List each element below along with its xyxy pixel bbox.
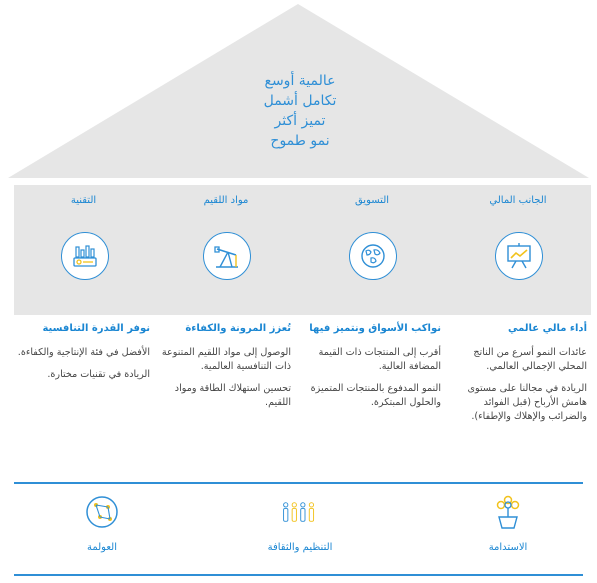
pillar-subtitle: نواكب الأسواق ونتميز فيها bbox=[309, 323, 441, 334]
pillar-title: مواد اللقيم bbox=[203, 195, 249, 206]
foundation-globalization: العولمة bbox=[42, 492, 162, 553]
pillar-subtitle: نوفر القدرة التنافسية bbox=[42, 323, 150, 334]
pillar-subtitle: أداء مالي عالمي bbox=[507, 323, 587, 334]
foundation-organization-culture: التنظيم والثقافة bbox=[240, 492, 360, 553]
foundation-label: التنظيم والثقافة bbox=[267, 542, 333, 553]
pillar-financial: الجانب المالي bbox=[445, 185, 591, 315]
pillar-feedstock: مواد اللقيم bbox=[153, 185, 299, 315]
network-globe-icon bbox=[82, 492, 122, 532]
foundation-sustainability: الاستدامة bbox=[448, 492, 568, 553]
pillar-paragraph: الريادة في مجالنا على مستوى هامش الأرباح… bbox=[467, 383, 587, 422]
roof-line-3: تميز أكثر bbox=[274, 113, 326, 129]
flower-pot-icon bbox=[488, 492, 528, 532]
roof-triangle bbox=[8, 4, 589, 178]
roof-line-2: تكامل أشمل bbox=[263, 93, 337, 109]
pillar-paragraph: أقرب إلى المنتجات ذات القيمة المضافة الع… bbox=[318, 347, 441, 372]
pillar-paragraph: الأفضل في فئة الإنتاجية والكفاءة. bbox=[17, 347, 150, 358]
foundation-label: الاستدامة bbox=[488, 542, 528, 553]
pillar-title: التقنية bbox=[70, 195, 97, 206]
pillar-subtitle: تُعزز المرونة والكفاءة bbox=[185, 323, 291, 334]
pillar-paragraph: النمو المدفوع بالمنتجات المتميزة والحلول… bbox=[310, 383, 441, 408]
pillar-paragraph: الريادة في تقنيات مختارة. bbox=[47, 369, 150, 380]
pillar-feedstock-text: تُعزز المرونة والكفاءة الوصول إلى مواد ا… bbox=[155, 323, 291, 418]
pillar-title: الجانب المالي bbox=[489, 195, 547, 206]
roof-line-1: عالمية أوسع bbox=[264, 73, 336, 89]
oil-pump-icon bbox=[203, 232, 251, 280]
pillar-paragraph: الوصول إلى مواد اللقيم المتنوعة ذات التن… bbox=[161, 347, 291, 372]
pillar-technology: التقنية bbox=[14, 185, 153, 315]
pillar-technology-text: نوفر القدرة التنافسية الأفضل في فئة الإن… bbox=[14, 323, 150, 390]
roof-line-4: نمو طموح bbox=[270, 133, 330, 149]
foundation-label: العولمة bbox=[86, 542, 117, 553]
pillar-paragraph: عائدات النمو أسرع من الناتج المحلي الإجم… bbox=[473, 347, 587, 372]
factory-technology-icon bbox=[60, 232, 109, 280]
pillar-financial-text: أداء مالي عالمي عائدات النمو أسرع من الن… bbox=[447, 323, 587, 432]
globe-icon bbox=[349, 232, 397, 280]
foundation-bottom-divider bbox=[14, 574, 583, 576]
pillar-marketing-text: نواكب الأسواق ونتميز فيها أقرب إلى المنت… bbox=[301, 323, 441, 418]
pillar-paragraph: تحسين استهلاك الطاقة ومواد اللقيم. bbox=[174, 383, 291, 408]
presentation-chart-icon bbox=[495, 232, 543, 280]
pillar-marketing: التسويق bbox=[299, 185, 445, 315]
pillar-title: التسويق bbox=[354, 195, 390, 206]
foundation-top-divider bbox=[14, 482, 583, 484]
people-group-icon bbox=[280, 492, 320, 532]
